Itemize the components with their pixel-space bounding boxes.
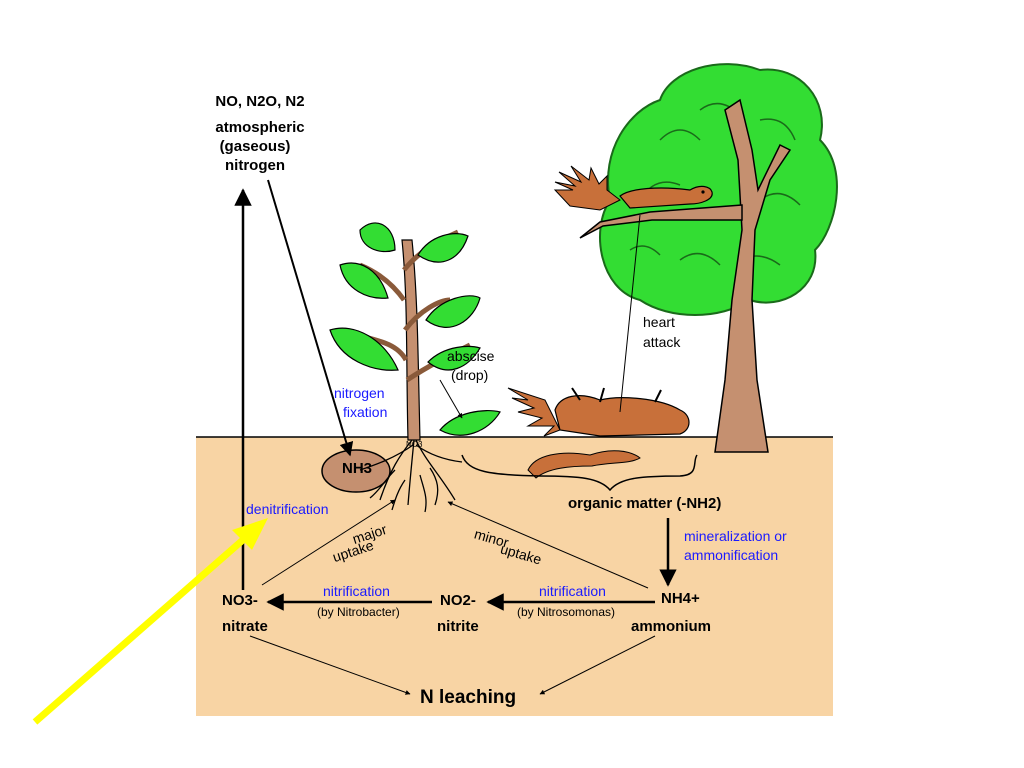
yellow-pointer-arrow [32, 529, 255, 725]
earthworm [527, 450, 641, 479]
organic-matter-label: organic matter (-NH2) [568, 495, 722, 512]
gaseous-label: (gaseous) [219, 138, 291, 155]
tree [579, 63, 838, 453]
nh3-nodule-label: NH3 [342, 460, 373, 477]
major-uptake-arrow [261, 499, 396, 586]
ammonium-formula: NH4+ [661, 590, 700, 607]
mineralization-label-1: mineralization or [684, 528, 787, 544]
soil-ground [196, 437, 833, 716]
dropped-leaf [439, 409, 501, 436]
plant-stem [401, 239, 421, 441]
plant [329, 222, 501, 441]
leaf [329, 327, 399, 371]
nitrite-label: nitrite [437, 618, 479, 635]
leaf [427, 345, 481, 371]
nitrogen-fixation-label-2: fixation [343, 404, 388, 420]
atmospheric-label: atmospheric [215, 119, 305, 136]
ammonium-label: ammonium [631, 618, 712, 635]
root-nodule [321, 449, 391, 493]
minor-uptake-arrow [447, 501, 649, 589]
ammonium-leaching-arrow [539, 635, 656, 695]
atmospheric-gases-label: NO, N2O, N2 [215, 93, 305, 110]
plant-roots [359, 439, 463, 513]
abscise-label-2: (drop) [451, 367, 489, 383]
mineralization-label-2: ammonification [684, 547, 779, 563]
leaf [425, 295, 481, 328]
nitrification-label-b: nitrification [539, 583, 606, 599]
root-compound-label: NO3 [406, 440, 423, 449]
tree-canopy [599, 63, 838, 316]
tree-branch [579, 204, 743, 239]
yellow-pointer-arrowhead [232, 518, 268, 550]
leaf [417, 233, 469, 263]
leaf [339, 262, 389, 299]
dead-squirrel [507, 387, 690, 437]
squirrel-on-branch [553, 165, 713, 211]
nitrate-label: nitrate [222, 618, 268, 635]
nitrosomonas-label: (by Nitrosomonas) [517, 605, 616, 619]
nitrate-formula: NO3- [222, 592, 258, 609]
heart-attack-label-2: attack [643, 334, 681, 350]
organic-matter-brace [461, 454, 698, 492]
denitrification-label: denitrification [246, 501, 329, 517]
heart-attack-label-1: heart [643, 314, 675, 330]
abscise-label-1: abscise [447, 348, 495, 364]
nitrification-label-a: nitrification [323, 583, 390, 599]
nitrogen-label: nitrogen [225, 157, 285, 174]
nitrobacter-label: (by Nitrobacter) [317, 605, 400, 619]
tree-trunk [714, 98, 792, 453]
leaf [359, 222, 396, 253]
nitrogen-fixation-label-1: nitrogen [334, 385, 385, 401]
abscise-arrow [439, 379, 463, 419]
nitrite-formula: NO2- [440, 592, 476, 609]
n-leaching-label: N leaching [420, 687, 517, 708]
nitrate-leaching-arrow [249, 635, 411, 695]
fixation-arrow [267, 179, 354, 457]
heart-attack-line [619, 214, 641, 413]
